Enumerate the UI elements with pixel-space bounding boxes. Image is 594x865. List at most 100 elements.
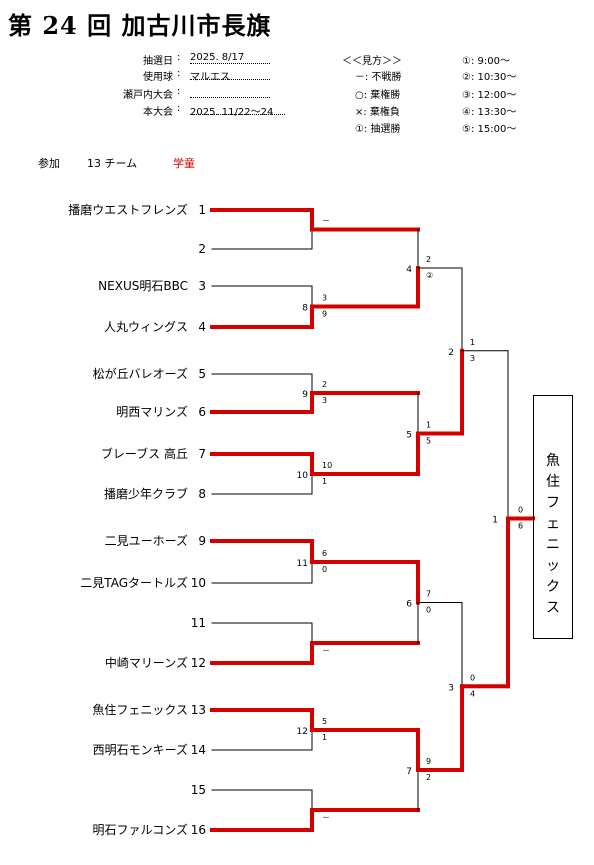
- legend-item: －: 不戦勝: [355, 72, 402, 83]
- team-number: 16: [191, 823, 206, 837]
- team-number: 13: [191, 703, 206, 717]
- team-number: 12: [191, 656, 206, 670]
- team-name: 人丸ウィングス: [104, 320, 188, 334]
- game-number: 2: [448, 348, 454, 358]
- score: 0: [322, 565, 327, 574]
- team-number: 5: [198, 367, 206, 381]
- game-number: 7: [406, 767, 412, 777]
- champion-char: ク: [546, 579, 560, 595]
- game-number: 5: [406, 431, 412, 441]
- time-item: ①: 9:00～: [462, 56, 510, 67]
- champion-char: ッ: [546, 558, 560, 574]
- game-number: 12: [297, 727, 308, 737]
- score: 2: [426, 255, 431, 264]
- info-value: 2025. 8/17: [190, 52, 270, 64]
- game-number: 10: [297, 471, 309, 481]
- legend-title: ＜＜見方＞＞: [342, 56, 402, 67]
- score: 5: [322, 717, 327, 726]
- game-number: 6: [406, 600, 412, 610]
- team-number: 6: [198, 405, 206, 419]
- team-name: 中崎マリーンズ: [105, 655, 188, 670]
- page-title: 第 24 回 加古川市長旗: [8, 11, 272, 40]
- participation-category: 学童: [173, 157, 195, 170]
- team-number: 14: [191, 743, 206, 757]
- game-number: 4: [406, 265, 412, 275]
- legend-item: ×: 棄権負: [355, 107, 400, 118]
- score: 5: [426, 437, 431, 446]
- team-number: 9: [198, 534, 206, 548]
- champion-char: フ: [546, 495, 560, 511]
- score: 2: [322, 380, 327, 389]
- team-name: 魚住フェニックス: [92, 703, 188, 717]
- score: 9: [426, 757, 431, 766]
- champion-char: ェ: [546, 516, 560, 532]
- game-number: 11: [297, 559, 308, 569]
- info-label: 瀬戸内大会: [123, 90, 173, 101]
- score: 6: [322, 549, 327, 558]
- info-label: 抽選日: [143, 56, 173, 67]
- game-number: 1: [492, 516, 498, 526]
- team-number: 15: [191, 783, 206, 797]
- score: 3: [322, 294, 327, 303]
- score: 9: [322, 310, 327, 319]
- participation-label: 参加: [38, 157, 60, 170]
- team-number: 4: [198, 320, 206, 334]
- score: 1: [426, 421, 431, 430]
- team-name: 明石ファルコンズ: [92, 822, 188, 837]
- legend-item: ①: 抽選勝: [355, 124, 401, 135]
- champion-char: 魚: [546, 453, 560, 469]
- score: 10: [322, 461, 332, 470]
- team-number: 1: [198, 203, 206, 217]
- score: 3: [322, 396, 327, 405]
- team-number: 7: [198, 447, 206, 461]
- time-item: ④: 13:30～: [462, 107, 517, 118]
- score: 2: [426, 773, 431, 782]
- champion-char: 住: [546, 474, 560, 490]
- champion-char: ニ: [546, 537, 560, 553]
- score: ②: [426, 271, 433, 280]
- info-value: マルエス: [190, 68, 270, 83]
- score: 4: [470, 689, 475, 698]
- team-name: 播磨少年クラブ: [104, 486, 188, 501]
- score: －: [322, 813, 330, 822]
- time-item: ③: 12:00～: [462, 90, 517, 101]
- team-number: 11: [191, 616, 206, 630]
- score: 0: [426, 606, 431, 615]
- team-number: 10: [191, 576, 206, 590]
- info-value: 2025. 11/22～24: [190, 103, 285, 118]
- time-item: ⑤: 15:00～: [462, 124, 517, 135]
- legend-item: ○: 棄権勝: [355, 90, 401, 101]
- score: 1: [470, 338, 475, 347]
- team-name: 二見TAGタートルズ: [80, 575, 188, 590]
- team-name: 播磨ウエストフレンズ: [68, 202, 188, 217]
- time-item: ②: 10:30～: [462, 72, 517, 83]
- team-name: NEXUS明石BBC: [98, 279, 188, 293]
- info-label: 使用球: [143, 72, 173, 83]
- score: －: [322, 646, 330, 655]
- team-number: 8: [198, 487, 206, 501]
- game-number: 8: [302, 304, 308, 314]
- score: －: [322, 217, 330, 226]
- score: 7: [426, 590, 431, 599]
- info-label: 本大会: [143, 107, 173, 118]
- score: 1: [322, 477, 327, 486]
- team-name: 二見ユーホーズ: [105, 533, 188, 548]
- info-value: [190, 86, 270, 98]
- game-number: 3: [448, 683, 454, 693]
- score: 3: [470, 354, 475, 363]
- game-number: 9: [302, 390, 308, 400]
- team-number: 3: [198, 279, 206, 293]
- team-number: 2: [198, 242, 206, 256]
- score: 0: [518, 506, 523, 515]
- score: 0: [470, 673, 475, 682]
- team-name: 明西マリンズ: [116, 404, 188, 419]
- champion-char: ス: [546, 600, 560, 616]
- champion-box: 魚住フェニックス: [533, 395, 573, 639]
- team-name: ブレーブス 高丘: [101, 446, 188, 461]
- team-name: 西明石モンキーズ: [93, 742, 188, 757]
- score: 6: [518, 522, 523, 531]
- participation-count: 13 チーム: [87, 157, 138, 170]
- team-name: 松が丘バレオーズ: [93, 366, 188, 381]
- score: 1: [322, 733, 327, 742]
